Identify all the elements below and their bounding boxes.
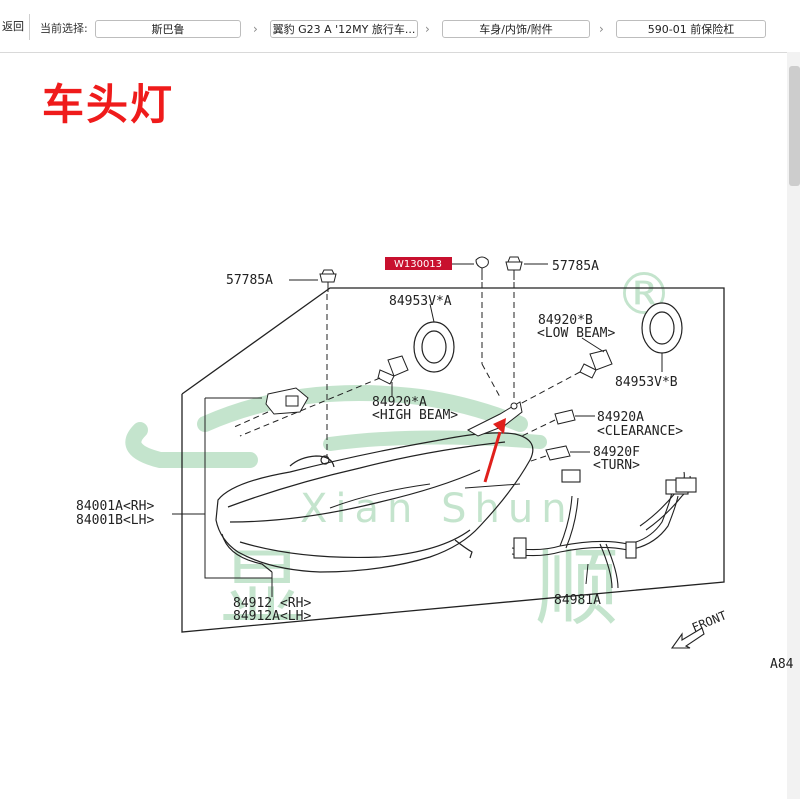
bulb-icon [579,349,613,379]
leader-line [585,563,589,585]
part-number-label: 84920A [597,410,644,425]
dashed-guide [239,377,381,437]
leader-line [429,303,435,323]
part-number-tag: W130013 [394,259,442,270]
dashed-guide [527,455,547,463]
scrollbar-track[interactable] [787,52,800,799]
bolt-icon [319,269,337,292]
part-number-label: 57785A [552,259,599,274]
mounting-bracket-icon [466,401,523,437]
clip-icon [475,256,489,280]
breadcrumb-model[interactable]: 翼豹 G23 A '12MY 旅行车... [270,20,418,38]
part-note-label: <CLEARANCE> [597,424,683,439]
part-number-label: 84981A [554,593,601,608]
part-number-label: 84920F [593,445,640,460]
headlamp-parts-diagram: Xian Shun 显 顺 ® W130013 [76,256,794,672]
headlamp-housing-icon [215,432,534,573]
diagram-ref-code: A84 [770,657,794,672]
dashed-guide [519,371,581,405]
part-note-label: <LOW BEAM> [537,326,615,341]
breadcrumb-separator: › [425,22,430,36]
part-number-label: 84953V*B [615,375,678,390]
leader-line [204,398,272,579]
breadcrumb-separator: › [599,22,604,36]
part-number-label: 84920*B [538,313,593,328]
front-label: FRONT [690,608,729,635]
part-number-label: 84953V*A [389,294,452,309]
dashed-guide [521,419,556,437]
highlight-arrow-icon [483,418,506,483]
breadcrumb-category[interactable]: 车身/内饰/附件 [442,20,590,38]
current-selection-label: 当前选择: [40,22,88,35]
dashed-guide [481,363,501,398]
part-number-label: 84912 <RH> [233,596,311,611]
front-arrow-icon [670,627,705,649]
scrollbar-thumb[interactable] [789,66,800,186]
back-button[interactable]: 返回 [0,14,30,40]
w130013-tag: W130013 [385,257,452,270]
part-note-label: <TURN> [593,458,640,473]
watermark-char: 显 [220,539,304,637]
dust-cap-icon [641,302,683,354]
part-number-label: 84001B<LH> [76,513,154,528]
breadcrumb-section[interactable]: 590-01 前保险杠 [616,20,766,38]
clearance-bulb-icon [554,409,576,425]
bulb-socket-icon [265,387,309,415]
leader-line [581,337,605,353]
wiring-harness-icon [511,469,697,589]
page-title: 车头灯 [42,80,175,129]
part-note-label: <HIGH BEAM> [372,408,458,423]
toolbar: 返回 当前选择: 斯巴鲁 › 翼豹 G23 A '12MY 旅行车... › 车… [0,0,800,53]
bulb-icon [377,355,409,385]
assembly-frame [181,287,725,633]
watermark-char: 顺 [535,539,619,637]
dust-cap-icon [413,321,455,373]
watermark-text: Xian Shun [300,486,575,532]
breadcrumb-separator: › [253,22,258,36]
part-number-label: 84920*A [372,395,427,410]
part-number-label: 84001A<RH> [76,499,154,514]
breadcrumb-brand[interactable]: 斯巴鲁 [95,20,241,38]
turn-bulb-icon [545,445,571,461]
dashed-guide [231,411,269,429]
part-number-label: 57785A [226,273,273,288]
part-number-label: 84912A<LH> [233,609,311,624]
bolt-icon [505,256,523,280]
